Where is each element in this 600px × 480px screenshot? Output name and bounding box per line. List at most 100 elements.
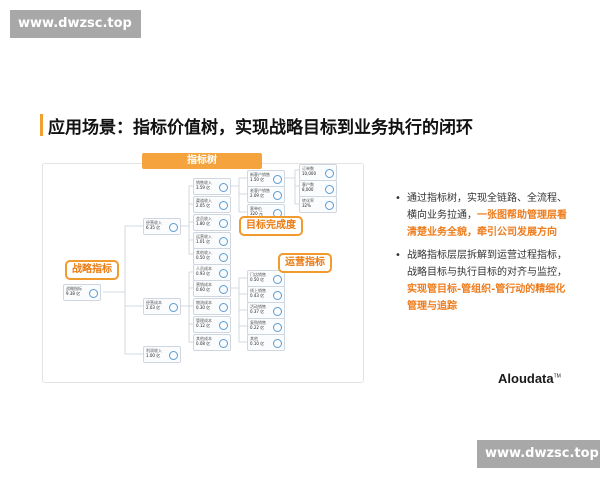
- node-label: 老客户销售: [250, 188, 270, 193]
- node-label: 战略指标: [66, 286, 82, 291]
- progress-ring-icon: [219, 237, 228, 246]
- node-label: 其他成本: [196, 336, 212, 341]
- progress-ring-icon: [219, 219, 228, 228]
- node-label: 利润收入: [146, 348, 162, 353]
- node-label: 客户数: [302, 182, 314, 187]
- progress-ring-icon: [273, 323, 282, 332]
- progress-ring-icon: [219, 201, 228, 210]
- node-value: 1.00 亿: [146, 353, 161, 358]
- tree-node-root[interactable]: 战略指标 9.38 亿: [63, 284, 101, 301]
- node-label: 新客户销售: [250, 172, 270, 177]
- node-label: 经营收入: [146, 220, 162, 225]
- node-value: 6.35 亿: [146, 225, 161, 230]
- node-value: 32%: [302, 203, 311, 208]
- node-label: 渠道收入: [196, 198, 212, 203]
- progress-ring-icon: [273, 291, 282, 300]
- tree-node[interactable]: 利润收入 1.00 亿: [143, 346, 181, 363]
- watermark-bottom: www.dwzsc.top: [477, 440, 600, 468]
- bullet-text: 通过指标树，实现全链路、全流程、横向业务拉通，: [407, 193, 567, 221]
- slide-title: 应用场景：指标价值树，实现战略目标到业务执行的闭环: [48, 118, 473, 138]
- logo-trademark: TM: [553, 373, 561, 380]
- progress-ring-icon: [169, 303, 178, 312]
- progress-ring-icon: [273, 191, 282, 200]
- node-label: 线上销售: [250, 288, 266, 293]
- progress-ring-icon: [273, 307, 282, 316]
- progress-ring-icon: [273, 175, 282, 184]
- progress-ring-icon: [89, 289, 98, 298]
- tree-header: 指标树: [142, 153, 262, 169]
- node-label: 其他: [250, 336, 258, 341]
- progress-ring-icon: [219, 253, 228, 262]
- title-accent-bar: [40, 114, 43, 136]
- node-value: 9.38 亿: [66, 291, 81, 296]
- node-value: 0.60 亿: [196, 287, 211, 292]
- node-label: 销售收入: [196, 180, 212, 185]
- node-label: 会员收入: [196, 216, 212, 221]
- bullet-highlight: 实现管目标-管组织-管行动的精细化管理与追踪: [407, 284, 566, 312]
- node-value: 0.30 亿: [196, 305, 211, 310]
- progress-ring-icon: [169, 223, 178, 232]
- bullet-item: • 通过指标树，实现全链路、全流程、横向业务拉通，一张图帮助管理层看清楚业务全貌…: [395, 190, 575, 241]
- logo-text: Aloudata: [498, 371, 554, 386]
- progress-ring-icon: [325, 169, 334, 178]
- progress-ring-icon: [219, 303, 228, 312]
- bullet-dot-icon: •: [395, 250, 401, 261]
- progress-ring-icon: [273, 339, 282, 348]
- node-value: 0.50 亿: [196, 255, 211, 260]
- node-label: 客单价: [250, 206, 262, 211]
- node-value: 0.10 亿: [250, 341, 265, 346]
- bullet-item: • 战略指标层层拆解到运营过程指标，战略目标与执行目标的对齐与监控， 实现管目标-…: [395, 247, 575, 315]
- tree-node[interactable]: 经营成本 2.03 亿: [143, 298, 181, 315]
- bullet-dot-icon: •: [395, 193, 401, 204]
- progress-ring-icon: [219, 321, 228, 330]
- node-value: 0.08 亿: [196, 341, 211, 346]
- node-label: 物流成本: [196, 300, 212, 305]
- progress-ring-icon: [219, 339, 228, 348]
- node-value: 8,000: [302, 187, 314, 192]
- node-value: 1.80 亿: [196, 221, 211, 226]
- node-value: 0.22 亿: [250, 325, 265, 330]
- callout-strategy: 战略指标: [65, 260, 119, 280]
- progress-ring-icon: [325, 201, 334, 210]
- progress-ring-icon: [273, 275, 282, 284]
- node-label: 运营收入: [196, 234, 212, 239]
- node-label: 订单数: [302, 166, 314, 171]
- progress-ring-icon: [219, 269, 228, 278]
- node-value: 10,000: [302, 171, 316, 176]
- node-label: 管理成本: [196, 318, 212, 323]
- node-value: 3.59 亿: [196, 185, 211, 190]
- node-value: 1.01 亿: [196, 239, 211, 244]
- bullet-text: 战略指标层层拆解到运营过程指标，战略目标与执行目标的对齐与监控，: [407, 250, 567, 278]
- node-value: 0.93 亿: [196, 271, 211, 276]
- progress-ring-icon: [169, 351, 178, 360]
- node-value: 0.12 亿: [196, 323, 211, 328]
- aloudata-logo: AloudataTM: [498, 371, 561, 386]
- node-value: 0.43 亿: [250, 293, 265, 298]
- bullet-list: • 通过指标树，实现全链路、全流程、横向业务拉通，一张图帮助管理层看清楚业务全貌…: [395, 190, 575, 321]
- tree-node[interactable]: 经营收入 6.35 亿: [143, 218, 181, 235]
- progress-ring-icon: [219, 285, 228, 294]
- progress-ring-icon: [325, 185, 334, 194]
- node-label: 经营成本: [146, 300, 162, 305]
- node-label: 门店销售: [250, 272, 266, 277]
